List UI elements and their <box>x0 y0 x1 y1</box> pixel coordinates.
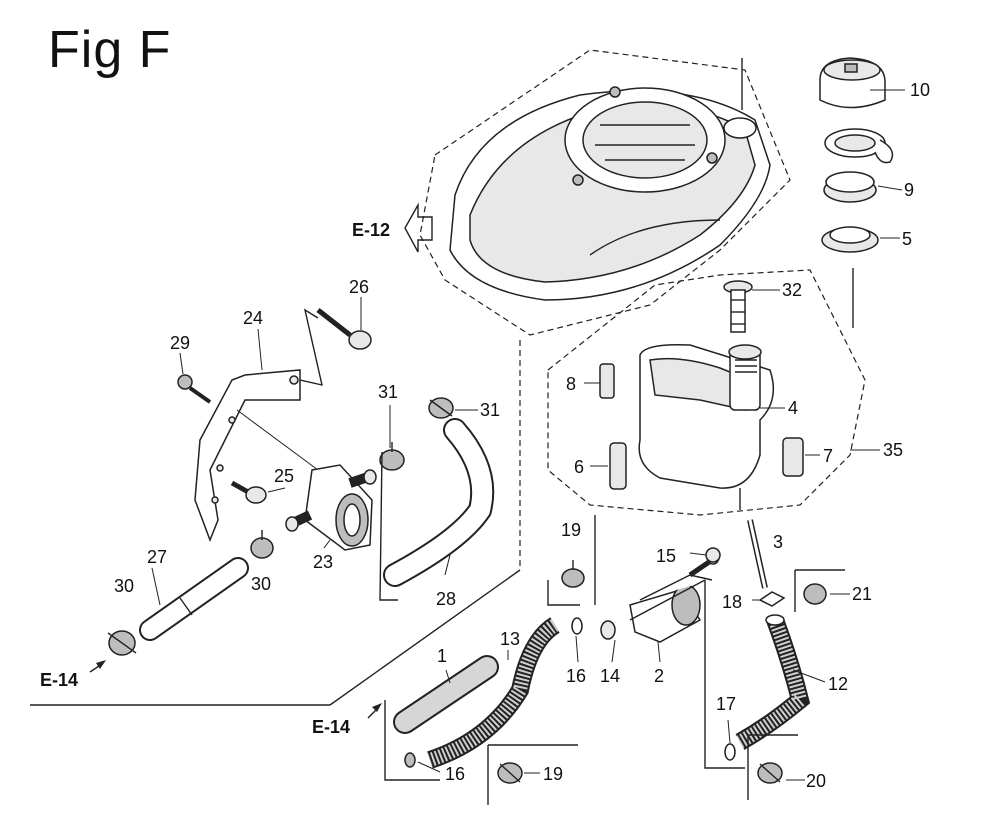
label-31-right: 31 <box>480 400 500 420</box>
seal-ring <box>821 226 879 253</box>
screw-29 <box>177 374 212 404</box>
fuel-tube-12 <box>735 616 811 750</box>
label-21: 21 <box>852 584 872 604</box>
label-16-upper: 16 <box>566 666 586 686</box>
label-14: 14 <box>600 666 620 686</box>
label-24: 24 <box>243 308 263 328</box>
clip-31-left <box>379 442 405 471</box>
label-10: 10 <box>910 80 930 100</box>
label-25: 25 <box>274 466 294 486</box>
label-32: 32 <box>782 280 802 300</box>
label-4: 4 <box>788 398 798 418</box>
label-31-left: 31 <box>378 382 398 402</box>
label-1: 1 <box>437 646 447 666</box>
washer-18 <box>758 591 786 607</box>
label-3: 3 <box>773 532 783 552</box>
e12-reference: E-12 <box>352 202 433 253</box>
label-13: 13 <box>500 629 520 649</box>
label-8: 8 <box>566 374 576 394</box>
e14-reference-mid: E-14 <box>312 703 382 737</box>
label-19-upper: 19 <box>561 520 581 540</box>
label-29: 29 <box>170 333 190 353</box>
label-27: 27 <box>147 547 167 567</box>
label-12: 12 <box>828 674 848 694</box>
air-cleaner-cover <box>449 86 771 301</box>
tube-1 <box>393 655 499 734</box>
clip-16-lower <box>404 752 416 768</box>
strainer-32 <box>723 280 753 333</box>
label-6: 6 <box>574 457 584 477</box>
fuel-valve <box>629 549 720 643</box>
fuel-tank-group-outline <box>547 269 866 516</box>
clip-19-lower <box>497 762 523 784</box>
e14-reference-left: E-14 <box>40 660 106 690</box>
label-2: 2 <box>654 666 664 686</box>
tube-27 <box>139 557 249 641</box>
clip-20 <box>757 762 783 784</box>
label-35: 35 <box>883 440 903 460</box>
label-9: 9 <box>904 180 914 200</box>
label-30-right: 30 <box>251 574 271 594</box>
fuel-pump <box>285 464 377 551</box>
figure-title: Fig F <box>48 21 172 79</box>
label-20: 20 <box>806 771 826 791</box>
svg-text:E-12: E-12 <box>352 220 390 240</box>
screw-15 <box>705 547 721 563</box>
label-23: 23 <box>313 552 333 572</box>
tank-mount-6 <box>609 442 627 490</box>
svg-text:E-14: E-14 <box>40 670 78 690</box>
tank-mount-7 <box>782 437 804 477</box>
label-17: 17 <box>716 694 736 714</box>
label-7: 7 <box>823 446 833 466</box>
label-5: 5 <box>902 229 912 249</box>
clip-16-upper <box>571 617 583 635</box>
fuel-cap <box>819 57 886 109</box>
section-divider <box>329 569 521 706</box>
tube-28 <box>383 418 495 587</box>
fuel-tank <box>638 343 775 510</box>
cover-group-outline <box>419 49 791 336</box>
clip-31-right <box>428 397 454 419</box>
bolt-26 <box>316 308 372 350</box>
label-26: 26 <box>349 277 369 297</box>
label-28: 28 <box>436 589 456 609</box>
strainer-ring <box>823 171 877 203</box>
label-30-left: 30 <box>114 576 134 596</box>
label-19-lower: 19 <box>543 764 563 784</box>
label-16-lower: 16 <box>445 764 465 784</box>
clip-19-upper <box>561 560 585 588</box>
clip-30-right <box>250 530 274 559</box>
clip-30-left <box>107 630 137 656</box>
screw-25 <box>230 480 267 504</box>
clip-21 <box>803 583 827 605</box>
clip-17 <box>724 743 736 761</box>
washer-14 <box>600 620 616 640</box>
part-labels: 10 9 5 32 4 7 35 8 6 3 21 18 15 12 17 20… <box>114 80 930 791</box>
cap-gasket <box>824 128 894 164</box>
svg-text:E-14: E-14 <box>312 717 350 737</box>
label-15: 15 <box>656 546 676 566</box>
label-18: 18 <box>722 592 742 612</box>
bracket-24 <box>194 369 301 543</box>
tank-mount-8 <box>599 363 615 399</box>
